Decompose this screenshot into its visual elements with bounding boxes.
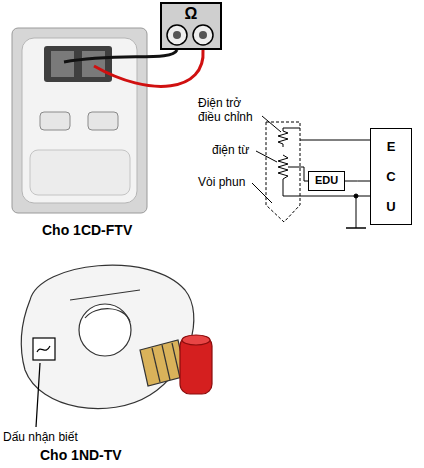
part-label: Vòi phun: [198, 175, 245, 189]
meter-terminals: [162, 24, 220, 48]
wire-connector: [345, 181, 370, 182]
node-text: Ω: [185, 4, 198, 23]
part-label: Điện trở điều chỉnh: [198, 96, 264, 125]
node-text: EDU: [315, 174, 338, 187]
node-text: ECU: [385, 132, 398, 222]
ecu-box: ECU: [370, 128, 412, 225]
part-label: điện từ: [212, 143, 249, 157]
injector-illustration: [21, 265, 212, 427]
caption-label: Cho 1CD-FTV: [42, 222, 132, 239]
edu-box: EDU: [308, 171, 345, 191]
probe-lead: [94, 50, 203, 86]
caption-label: Cho 1ND-TV: [40, 447, 122, 464]
injector-schematic: [252, 116, 370, 228]
ohmmeter-box: Ω: [160, 2, 222, 50]
part-label: Dấu nhận biết: [3, 430, 78, 444]
probe-lead: [64, 50, 177, 62]
